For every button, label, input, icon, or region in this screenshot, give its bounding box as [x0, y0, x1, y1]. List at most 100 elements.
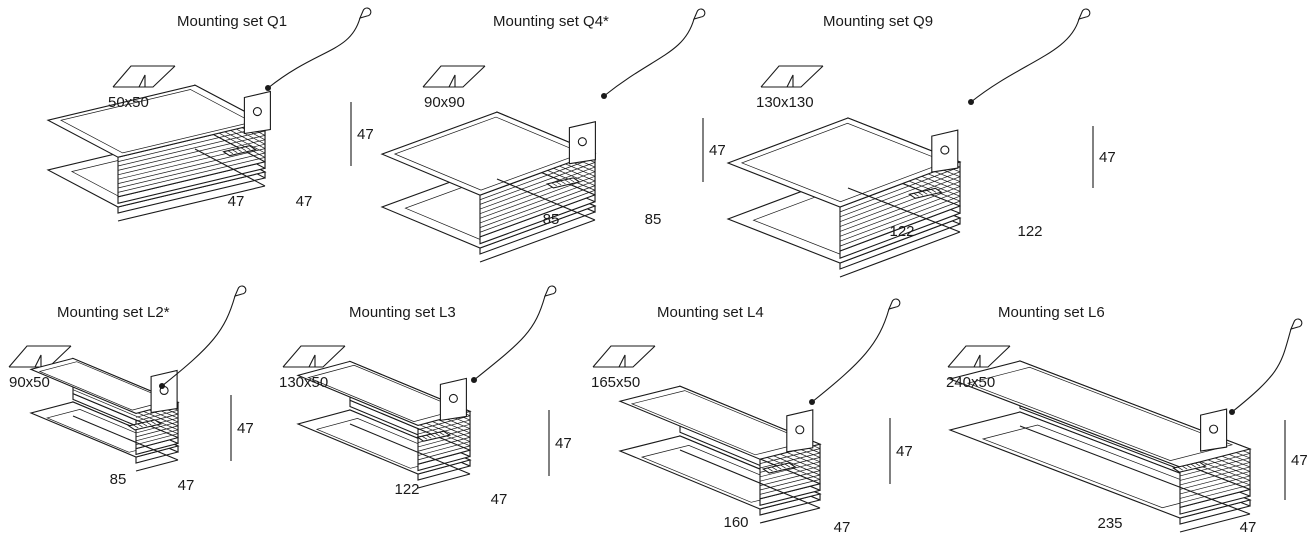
rib	[839, 200, 961, 247]
width-value: 122	[889, 223, 914, 240]
ceiling-cutout-icon	[592, 345, 656, 368]
grate-bar	[560, 180, 566, 185]
inner-rim	[966, 366, 1234, 461]
grate-bar	[245, 146, 251, 150]
grate-bar	[1177, 466, 1183, 471]
rib	[1179, 480, 1251, 499]
bracket	[243, 90, 271, 135]
set-title: Mounting set Q4*	[493, 13, 609, 30]
grate-bar	[137, 423, 143, 428]
cutout-edge	[947, 345, 1010, 368]
mounting-housing-icon	[46, 84, 271, 214]
grate-bar	[1190, 463, 1196, 468]
set-title: Mounting set Q9	[823, 13, 933, 30]
inner-rim	[740, 122, 948, 203]
rib	[417, 436, 471, 452]
cutout-edge	[761, 65, 824, 88]
grate-bar	[430, 433, 436, 438]
grate-bar	[1181, 465, 1188, 470]
grate-bar	[771, 466, 778, 471]
wire-anchor	[809, 399, 815, 405]
suspension-wire-icon	[265, 7, 372, 91]
rib	[759, 470, 821, 486]
depth-dimension-line	[679, 449, 821, 509]
cutout-mark	[973, 354, 981, 368]
screw	[577, 137, 587, 147]
rib	[839, 195, 961, 242]
rib	[417, 441, 471, 456]
inner-rim	[60, 89, 253, 154]
inner-rim	[38, 361, 171, 411]
width-value: 122	[394, 481, 419, 498]
height-value: 47	[357, 126, 374, 143]
grate-bar	[930, 189, 937, 193]
height-value: 47	[555, 435, 572, 452]
rib	[417, 445, 471, 461]
cutout-edge	[948, 345, 1011, 368]
top-rim	[618, 385, 822, 460]
depth-value: 47	[178, 477, 195, 494]
hook-loop	[1290, 318, 1303, 330]
depth-value: 47	[1240, 519, 1257, 536]
suspension-wire-icon	[471, 285, 557, 383]
suspension-wire-icon	[1229, 318, 1303, 415]
set-title: Mounting set Q1	[177, 13, 287, 30]
grate-bar	[141, 422, 148, 427]
rib	[1179, 475, 1251, 495]
rib	[1179, 466, 1251, 486]
grate-bar	[913, 193, 919, 197]
cutout-size: 90x90	[424, 94, 465, 111]
width-value: 160	[723, 514, 748, 531]
cutout-mark	[34, 354, 42, 368]
rib	[117, 148, 266, 184]
bracket	[1200, 408, 1228, 452]
top-rim	[46, 84, 267, 158]
grate-bar	[776, 465, 782, 470]
height-value: 47	[896, 443, 913, 460]
depth-value: 47	[834, 519, 851, 536]
grate-bar	[426, 434, 432, 439]
set-title: Mounting set L2*	[57, 304, 170, 321]
wire-anchor	[1229, 409, 1235, 415]
rib	[117, 135, 266, 171]
mounting-housing-icon	[726, 117, 962, 270]
wire	[1231, 328, 1292, 413]
bracket	[439, 377, 467, 422]
bracket	[931, 129, 959, 173]
rib	[479, 157, 596, 201]
wire	[161, 295, 236, 387]
depth-value: 122	[1017, 223, 1042, 240]
rib	[72, 389, 179, 435]
hook-loop	[1078, 8, 1091, 20]
grate-bar	[1186, 464, 1192, 469]
rib	[839, 176, 961, 222]
rib	[1179, 484, 1251, 504]
rib	[117, 139, 266, 176]
height-value: 47	[1099, 149, 1116, 166]
inner-rim	[393, 116, 584, 191]
bracket	[568, 121, 596, 165]
hook-loop	[888, 298, 901, 310]
grate-bar	[236, 148, 242, 152]
depth-value: 47	[296, 193, 313, 210]
rib	[479, 175, 596, 219]
grate-bar	[421, 435, 428, 440]
grate-bar	[555, 181, 562, 186]
depth-value: 85	[645, 211, 662, 228]
width-dimension-line	[479, 219, 596, 263]
rib	[135, 433, 179, 446]
rib	[839, 181, 961, 227]
cutout-size: 90x50	[9, 374, 50, 391]
cutout-size: 240x50	[946, 374, 995, 391]
width-dimension-line	[839, 231, 961, 278]
cutout-edge	[282, 345, 345, 368]
hook-loop	[693, 8, 706, 20]
grate-bar	[568, 178, 575, 183]
screw	[252, 106, 262, 117]
bottom-plate	[948, 411, 1252, 519]
